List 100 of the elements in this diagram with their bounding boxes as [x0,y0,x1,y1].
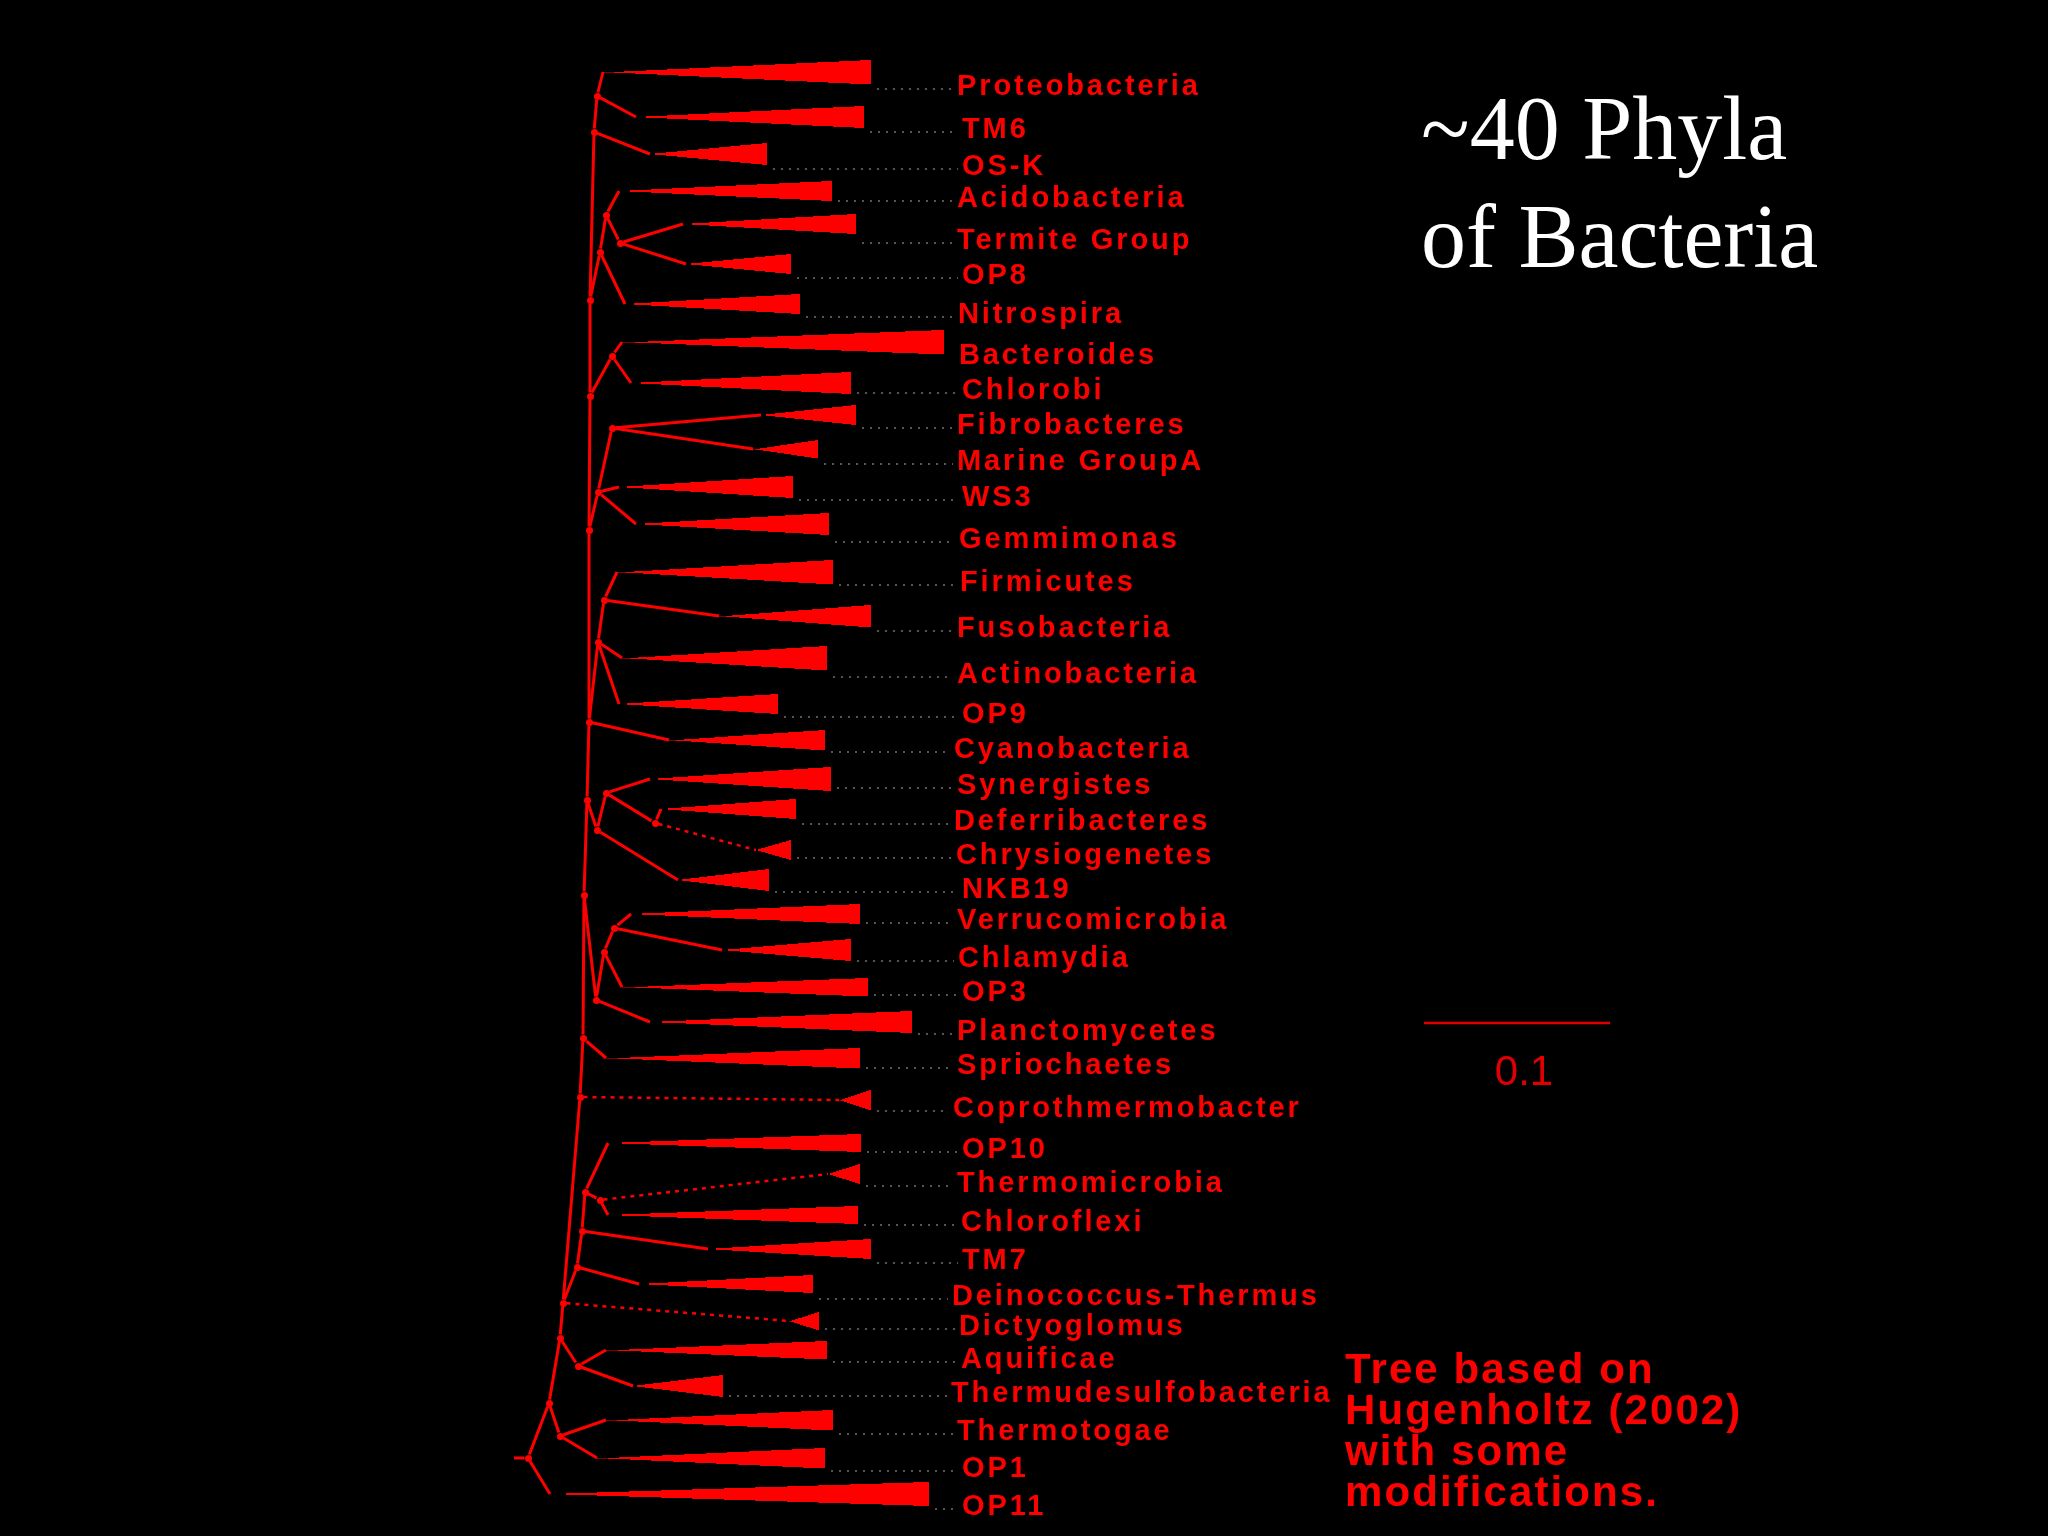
branch-line [562,1436,598,1460]
branch-line [609,777,651,794]
branch-line [580,1266,640,1286]
branch-line [615,413,762,430]
branch-line [548,1406,561,1433]
phylum-label: OP11 [962,1490,1047,1520]
branch-line [600,254,627,305]
phylum-label: Deinococcus-Thermus [952,1280,1320,1310]
branch-line [613,358,633,384]
branch-line [588,495,599,527]
branch-point [594,638,602,646]
root-branch-line [514,1456,525,1460]
branch-line [588,303,592,393]
branch-line [598,1000,651,1024]
branch-line [600,643,623,660]
branch-point [556,1334,564,1342]
branch-point [578,1227,586,1235]
phylum-label: Thermudesulfobacteria [951,1377,1333,1407]
branch-line [604,954,624,988]
branch-line [623,222,684,244]
phylum-label: Bacteroides [959,339,1157,369]
branch-point [585,526,593,534]
branch-line [597,431,613,489]
branch-line [580,1348,607,1366]
branch-line [587,399,592,527]
branch-line [596,71,605,93]
branch-point [596,248,604,256]
branch-point [602,211,610,219]
phylum-label: WS3 [962,481,1034,511]
phylum-label: Chloroflexi [961,1206,1145,1236]
phylum-label: OS-K [962,150,1047,180]
phylum-label: Deferribacteres [954,805,1211,835]
branch-line [581,1365,634,1388]
branch-line [607,599,720,618]
phylum-label: Chrysiogenetes [956,839,1215,869]
branch-line [585,1142,610,1190]
branch-point [608,352,616,360]
phylum-label: Planctomycetes [957,1015,1219,1045]
branch-point [576,1093,584,1101]
branch-line [623,242,687,266]
phylum-label: TM7 [962,1244,1029,1274]
branch-point [586,392,594,400]
branch-line [613,341,624,354]
phylum-label: Fibrobacteres [957,409,1187,439]
phylum-label: Cyanobacteria [954,733,1192,763]
branch-line [562,1269,578,1301]
branch-line [527,1405,550,1456]
branch-line [592,99,599,129]
phylum-label: Coprothmermobacter [953,1092,1302,1122]
phylum-label: Actinobacteria [957,658,1200,688]
branch-line [585,1230,709,1251]
branch-line [599,218,607,249]
branch-line [600,493,637,526]
branch-line [596,132,651,156]
branch-line [615,427,754,451]
branch-point [579,1034,587,1042]
phylum-label: NKB19 [962,873,1072,903]
phylum-label: Chlorobi [962,374,1105,404]
branch-point [600,948,608,956]
phylum-label: OP10 [962,1133,1048,1163]
branch-line [563,1418,607,1437]
branch-point [592,996,600,1004]
branch-point [590,128,598,136]
branch-line [581,898,586,1035]
branch-line [580,1195,587,1228]
branch-line [558,1306,565,1335]
branch-point [596,1196,604,1204]
branch-line [600,1202,610,1216]
branch-point [586,296,594,304]
dashed-branch-line [583,1095,839,1102]
phylum-label: OP9 [962,698,1029,728]
branch-line [590,358,612,394]
dashed-branch-line [658,822,757,852]
source-note: Tree based on Hugenholtz (2002) with some modifications. [1345,1348,1744,1512]
phylum-label: Acidobacteria [957,182,1187,212]
phylum-label: Nitrospira [958,298,1124,328]
branch-line [616,912,632,927]
branch-line [561,1100,582,1300]
phylum-label: Termite Group [957,224,1193,254]
branch-line [599,96,637,119]
branch-line [599,830,679,882]
branch-line [597,603,605,639]
branch-line [604,930,614,950]
phylum-label: Gemmimonas [959,523,1180,553]
branch-line [597,645,621,705]
phylum-label: OP1 [962,1452,1029,1482]
branch-line [606,217,620,241]
branch-point [580,891,588,899]
branch-line [585,725,591,797]
phylum-label: Fusobacteria [957,612,1173,642]
branch-point [585,718,593,726]
branch-line [596,796,607,827]
phylum-label: Verrucomicrobia [957,904,1230,934]
branch-line [548,1341,561,1400]
phylum-label: OP3 [962,976,1029,1006]
branch-line [595,955,605,997]
branch-point [559,1299,567,1307]
phylum-label: Proteobacteria [957,70,1201,100]
phylum-label: Spriochaetes [957,1049,1174,1079]
phylum-label: Marine GroupA [957,445,1205,475]
